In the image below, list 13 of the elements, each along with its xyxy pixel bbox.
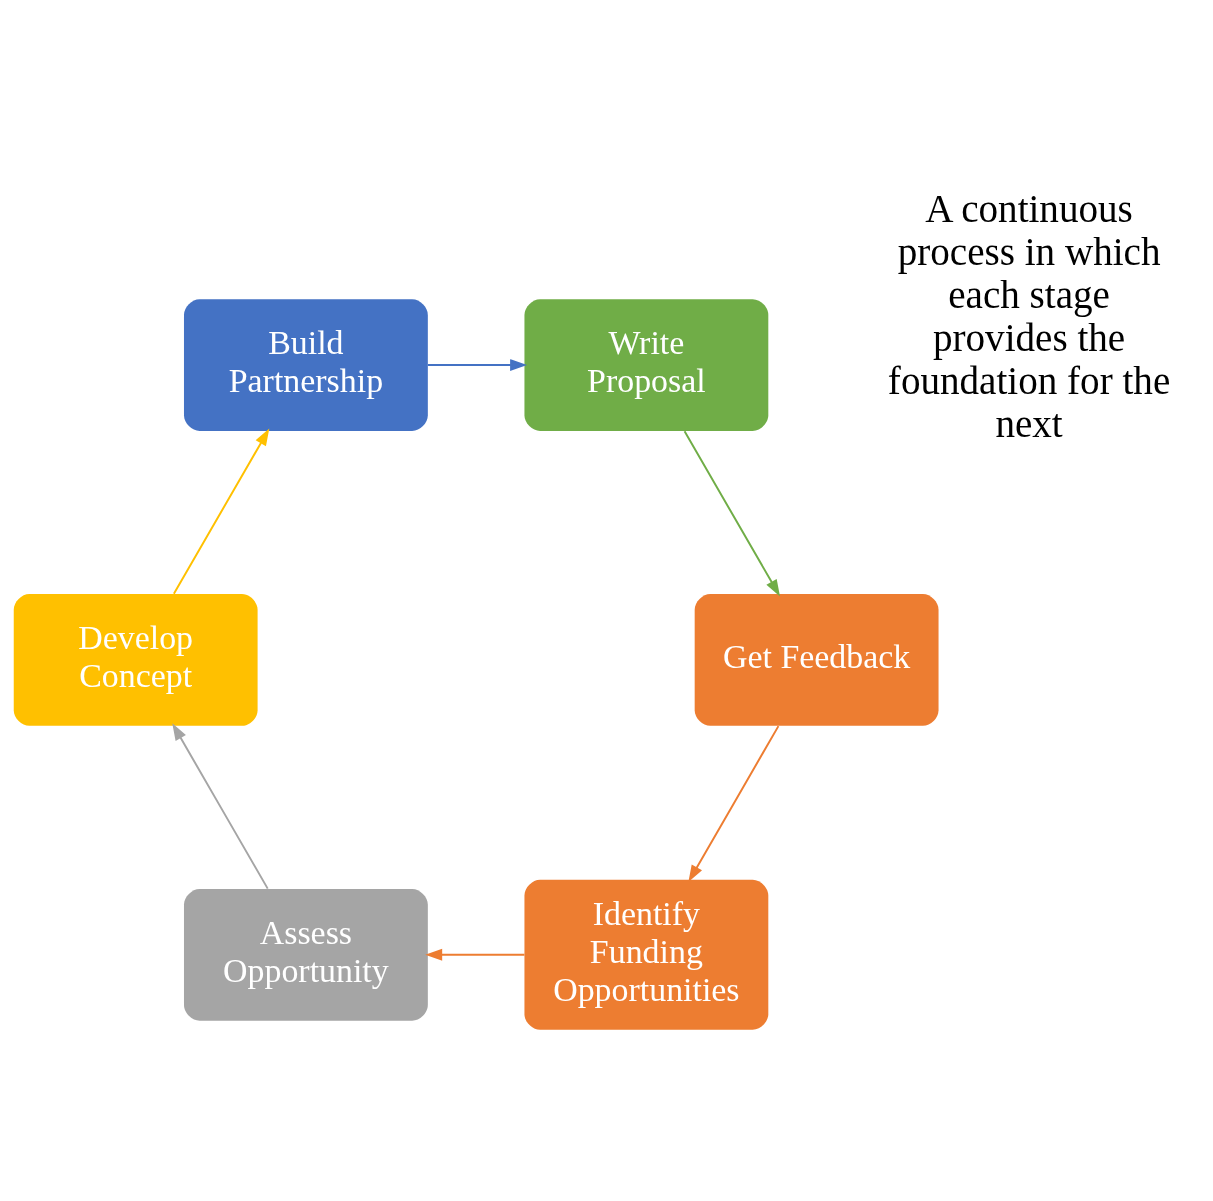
node-box: Write Proposal bbox=[524, 298, 769, 431]
arrow bbox=[683, 429, 781, 597]
node-box: Develop Concept bbox=[13, 593, 258, 726]
arrow bbox=[172, 427, 270, 595]
node-box: Build Partnership bbox=[184, 298, 428, 431]
arrow bbox=[425, 948, 526, 961]
label: A continuous process in which each stage provides the foundation for the next bbox=[887, 186, 1171, 445]
node-box: Identify Funding Opportunities bbox=[524, 879, 769, 1030]
arrow bbox=[688, 724, 780, 882]
node-box: Get Feedback bbox=[694, 593, 939, 726]
node-box: Assess Opportunity bbox=[184, 888, 428, 1021]
arrow bbox=[172, 722, 269, 890]
arrow bbox=[426, 358, 528, 371]
